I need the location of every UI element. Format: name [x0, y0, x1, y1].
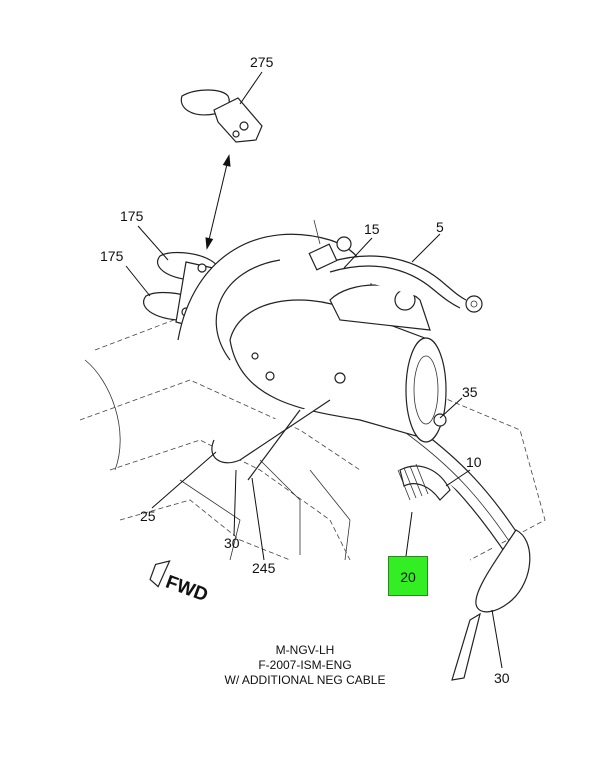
explode-arrow: [205, 154, 231, 250]
callout-30-right[interactable]: 30: [494, 670, 510, 686]
callout-25[interactable]: 25: [140, 508, 156, 524]
callout-30-left[interactable]: 30: [224, 535, 240, 551]
bracket-275[interactable]: [180, 89, 263, 143]
callout-15[interactable]: 15: [364, 221, 380, 237]
starter-motor[interactable]: [229, 284, 447, 443]
callout-175-lower[interactable]: 175: [100, 248, 124, 264]
forward-arrow-icon: [149, 560, 171, 588]
harness-wrap: [397, 463, 429, 501]
callout-35[interactable]: 35: [462, 384, 478, 400]
callout-275[interactable]: 275: [250, 54, 274, 70]
caption-engine: F-2007-ISM-ENG: [258, 658, 352, 672]
caption-model: M-NGV-LH: [275, 643, 335, 657]
callout-10[interactable]: 10: [466, 454, 482, 470]
callout-245[interactable]: 245: [252, 560, 276, 576]
callout-175-upper[interactable]: 175: [120, 208, 144, 224]
engine-block-outline: [79, 309, 546, 561]
terminal-15[interactable]: [308, 219, 352, 271]
callout-20-label: 20: [400, 569, 416, 585]
caption-note: W/ ADDITIONAL NEG CABLE: [224, 673, 386, 687]
highlighted-callout-20[interactable]: 20: [388, 556, 428, 596]
callout-numbers: 275 175 175 15 5 35 10 25 30 245 30: [100, 54, 510, 686]
cable-10-and-35[interactable]: [397, 413, 451, 501]
forward-label: FWD: [163, 572, 211, 607]
cable-5[interactable]: [329, 255, 483, 313]
callout-5[interactable]: 5: [436, 219, 444, 235]
forward-indicator: FWD: [149, 560, 211, 607]
leader-lines: [125, 71, 503, 669]
cable-ties[interactable]: [211, 399, 531, 681]
